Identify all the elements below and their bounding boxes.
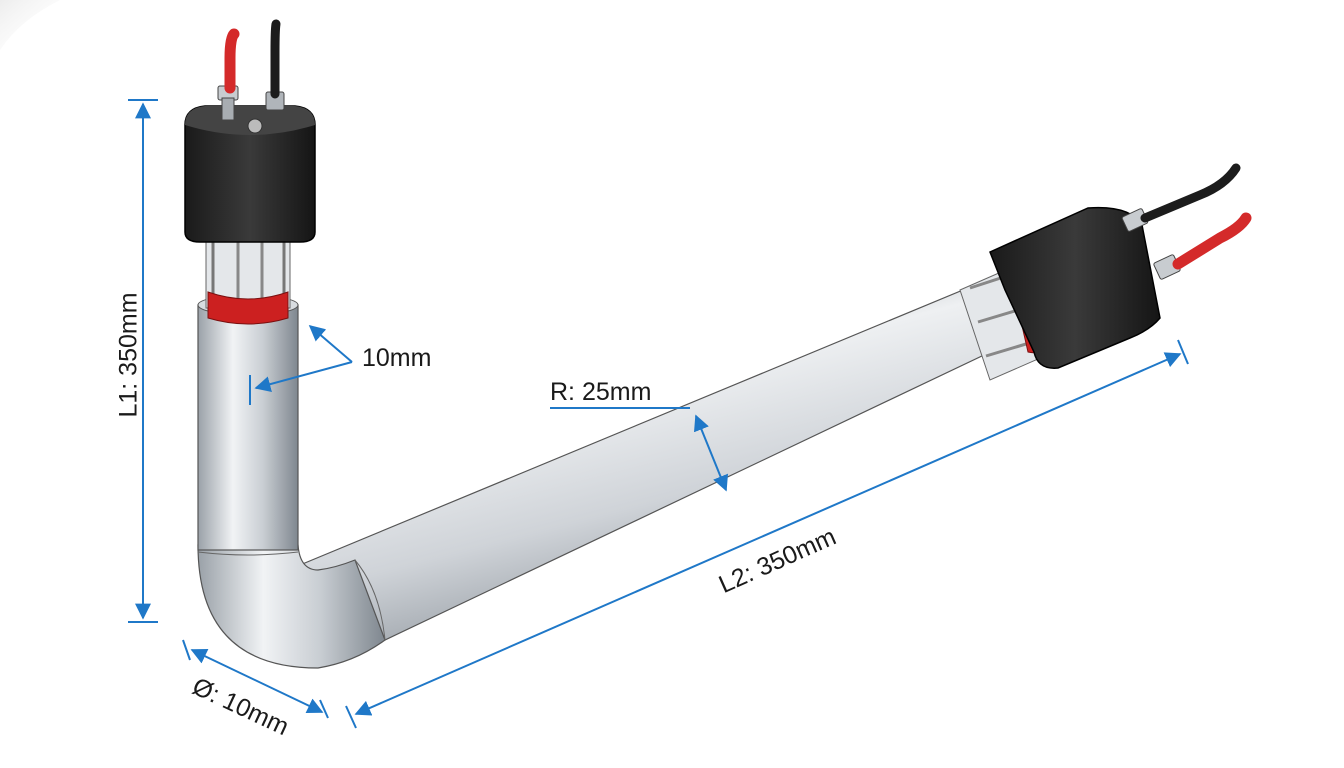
wall-leader-lower (254, 361, 353, 392)
wall-thickness-label: 10mm (362, 344, 431, 372)
l2-label: L2: 350mm (715, 523, 841, 599)
top-wire-red (224, 28, 240, 94)
tube-arm-l2 (298, 284, 1006, 641)
top-seal-ring (207, 291, 289, 325)
top-terminal (184, 19, 316, 325)
diameter-extension-left (182, 639, 191, 661)
radius-label: R: 25mm (550, 378, 651, 406)
right-terminal (959, 163, 1252, 381)
right-wire-black (1140, 163, 1241, 223)
corner-shade (0, 0, 60, 50)
right-wire-red (1172, 212, 1252, 270)
radius-dimension-line (693, 414, 729, 492)
dimension-lines (128, 99, 1189, 729)
diameter-dimension-line (190, 648, 324, 714)
diameter-extension-right (319, 699, 329, 719)
top-block-hole (247, 118, 263, 134)
bend-seam-top (197, 551, 299, 556)
l2-extension-left (345, 705, 357, 729)
heater-tube (197, 284, 1006, 669)
l2-extension-right (1177, 339, 1189, 365)
l1-label: L1: 350mm (115, 292, 143, 417)
l2-dimension-line (354, 352, 1182, 716)
top-wire-black (270, 19, 281, 99)
diameter-label: Ø: 10mm (188, 672, 293, 741)
tube-arm-l1 (197, 304, 299, 551)
wall-leader-upper (308, 324, 353, 363)
top-stud-red (221, 97, 235, 121)
